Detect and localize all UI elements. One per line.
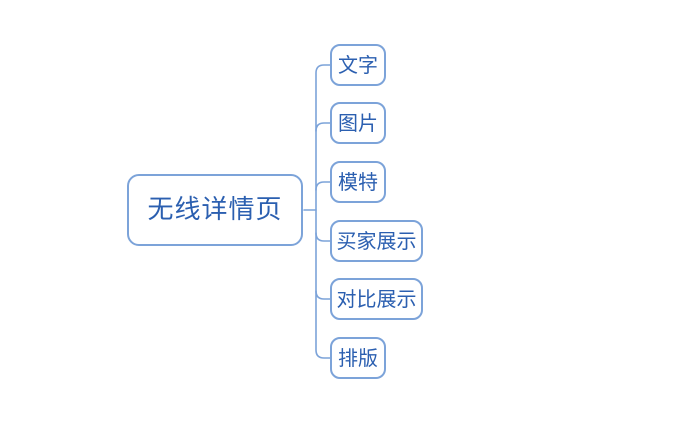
child-node-label: 对比展示 xyxy=(336,287,417,311)
child-node-label: 图片 xyxy=(338,111,378,135)
child-node-label: 买家展示 xyxy=(336,229,417,253)
mindmap-child-node-layout[interactable]: 排版 xyxy=(330,337,386,379)
mindmap-child-node-model[interactable]: 模特 xyxy=(330,161,386,203)
connector-branch-3 xyxy=(315,181,331,191)
child-node-label: 模特 xyxy=(338,170,378,194)
connector-branch-4 xyxy=(315,232,331,242)
child-node-label: 排版 xyxy=(338,346,378,370)
mindmap-child-node-compare-show[interactable]: 对比展示 xyxy=(330,278,423,320)
connector-branch-2 xyxy=(315,122,331,132)
connector-trunk xyxy=(315,64,331,359)
mindmap-child-node-image[interactable]: 图片 xyxy=(330,102,386,144)
child-node-label: 文字 xyxy=(338,53,378,77)
connector-branch-5 xyxy=(315,290,331,300)
root-node-label: 无线详情页 xyxy=(147,195,283,225)
mindmap-child-node-buyer-show[interactable]: 买家展示 xyxy=(330,220,423,262)
mindmap-child-node-text[interactable]: 文字 xyxy=(330,44,386,86)
mindmap-root-node[interactable]: 无线详情页 xyxy=(127,174,303,246)
